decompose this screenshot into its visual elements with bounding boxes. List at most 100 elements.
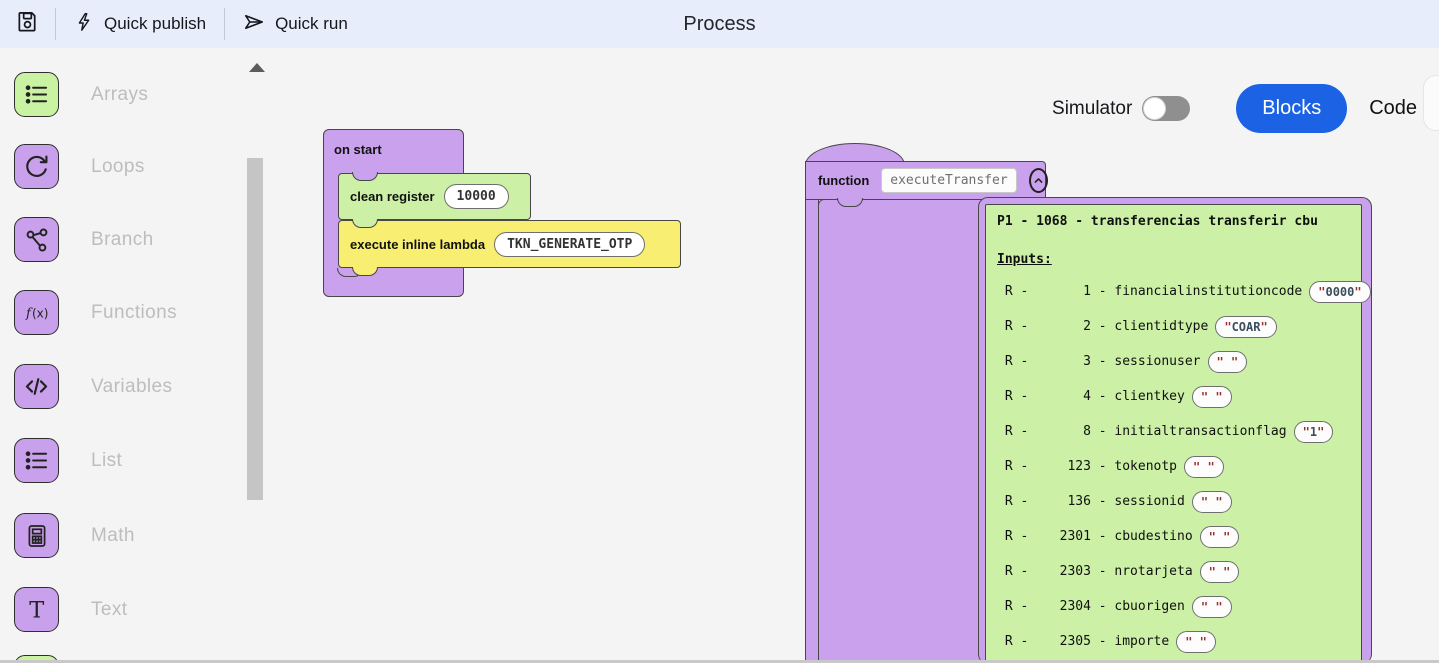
- horizontal-scrollbar[interactable]: [0, 660, 1439, 663]
- register-value-field[interactable]: "0000": [1309, 280, 1371, 303]
- sidebar-item-arrays[interactable]: Arrays: [14, 72, 148, 117]
- function-keyword: function: [818, 173, 870, 188]
- register-row-text: R - 123 - tokenotp: [997, 459, 1178, 474]
- register-row-2: R - 2 - clientidtype "COAR": [997, 309, 1361, 344]
- top-notch: [352, 172, 378, 182]
- comment-block[interactable]: P1 - 1068 - transferencias transferir cb…: [985, 204, 1371, 663]
- body-top-notch: [837, 198, 863, 208]
- quick-run-button[interactable]: Quick run: [225, 0, 366, 48]
- toggle-knob: [1143, 97, 1167, 120]
- sidebar-item-variables[interactable]: Variables: [14, 364, 172, 409]
- register-row-text: R - 2 - clientidtype: [997, 319, 1209, 334]
- register-value-field[interactable]: " ": [1191, 595, 1232, 618]
- sidebar-item-label: Variables: [91, 375, 173, 397]
- register-row-1: R - 1 - financialinstitutioncode "0000": [997, 274, 1371, 309]
- register-value-field[interactable]: " ": [1199, 560, 1240, 583]
- quick-run-label: Quick run: [275, 14, 348, 33]
- svg-text:f: f: [25, 307, 33, 322]
- register-value-field[interactable]: " ": [1184, 455, 1224, 478]
- register-row-text: R - 2303 - nrotarjeta: [997, 564, 1193, 579]
- register-row-3: R - 3 - sessionuser " ": [997, 344, 1361, 379]
- function-block-header[interactable]: function executeTransfer: [805, 161, 1048, 200]
- svg-text:(x): (x): [32, 307, 48, 321]
- lambda-name-field[interactable]: TKN_GENERATE_OTP: [494, 231, 646, 257]
- register-row-4: R - 4 - clientkey " ": [997, 379, 1361, 414]
- toolbar-divider-2: [224, 8, 226, 40]
- send-icon: [243, 11, 265, 38]
- register-row-text: R - 136 - sessionid: [997, 494, 1185, 509]
- register-row-136: R - 136 - sessionid " ": [997, 484, 1361, 519]
- branch-icon[interactable]: [14, 217, 59, 262]
- clean-register-block[interactable]: clean register 10000: [338, 172, 531, 220]
- sidebar-item-label: Arrays: [91, 83, 149, 105]
- register-row-2304: R - 2304 - cbuorigen" ": [997, 589, 1361, 624]
- clean-register-label: clean register: [350, 189, 435, 204]
- sidebar-item-label: Text: [91, 598, 128, 620]
- register-row-text: R - 4 - clientkey: [997, 389, 1185, 404]
- sidebar-item-label: Loops: [91, 155, 145, 177]
- flyout-scrollbar[interactable]: [247, 158, 263, 500]
- sidebar-item-functions[interactable]: f(x) Functions: [14, 290, 177, 335]
- code-tab[interactable]: Code: [1369, 97, 1417, 119]
- register-row-2303: R - 2303 - nrotarjeta " ": [997, 554, 1361, 589]
- toolbar: Quick publish Quick run Process: [0, 0, 1439, 48]
- register-row-text: R - 1 - financialinstitutioncode: [997, 284, 1303, 299]
- register-value-field[interactable]: " ": [1191, 385, 1232, 408]
- top-notch: [352, 219, 378, 229]
- loop-icon[interactable]: [14, 144, 59, 189]
- sidebar-item-label: List: [91, 449, 123, 471]
- sidebar-item-branch[interactable]: Branch: [14, 217, 154, 262]
- edge-floating-button[interactable]: [1423, 75, 1439, 131]
- code-icon[interactable]: [14, 364, 59, 409]
- save-button[interactable]: [0, 0, 55, 48]
- list-icon[interactable]: [14, 72, 59, 117]
- register-row-2301: R - 2301 - cbudestino " ": [997, 519, 1361, 554]
- list-icon[interactable]: [14, 438, 59, 483]
- function-left-wall: [805, 199, 819, 663]
- lightning-icon: [74, 11, 94, 38]
- register-row-text: R - 3 - sessionuser: [997, 354, 1201, 369]
- simulator-toggle[interactable]: [1142, 96, 1191, 121]
- sidebar-item-partial[interactable]: [14, 655, 59, 663]
- register-row-text: R - 2301 - cbudestino: [997, 529, 1193, 544]
- register-row-text: R - 2305 - importe: [997, 634, 1170, 649]
- simulator-label: Simulator: [1052, 97, 1133, 119]
- comment-rows: R - 1 - financialinstitutioncode "0000" R…: [997, 274, 1371, 659]
- register-value-field[interactable]: " ": [1207, 350, 1248, 373]
- function-name-field[interactable]: executeTransfer: [881, 168, 1017, 193]
- sidebar-item-label: Functions: [91, 301, 177, 323]
- collapse-button[interactable]: [1028, 168, 1048, 193]
- text-icon[interactable]: T: [14, 587, 59, 632]
- calculator-icon[interactable]: [14, 513, 59, 558]
- comment-inputs-label: Inputs:: [997, 252, 1052, 267]
- register-value-field[interactable]: " ": [1176, 630, 1216, 653]
- register-value-field[interactable]: "1": [1293, 420, 1334, 443]
- register-value-field[interactable]: " ": [1191, 490, 1232, 513]
- quick-publish-button[interactable]: Quick publish: [56, 0, 224, 48]
- save-icon: [16, 10, 39, 38]
- register-value-field[interactable]: " ": [1199, 525, 1240, 548]
- svg-text:T: T: [29, 597, 44, 623]
- sidebar-item-list[interactable]: List: [14, 438, 122, 483]
- register-row-123: R - 123 - tokenotp " ": [997, 449, 1361, 484]
- function-icon[interactable]: f(x): [14, 290, 59, 335]
- view-controls: Simulator Blocks Code: [1052, 84, 1417, 133]
- register-value-field[interactable]: 10000: [443, 184, 509, 209]
- register-row-8: R - 8 - initialtransactionflag "1": [997, 414, 1361, 449]
- sidebar-item-label: Branch: [91, 228, 154, 250]
- register-value-field[interactable]: "COAR": [1215, 315, 1277, 338]
- sidebar-item-text[interactable]: T Text: [14, 587, 127, 632]
- comment-title: P1 - 1068 - transferencias transferir cb…: [997, 214, 1318, 229]
- sidebar-item-label: Math: [91, 524, 135, 546]
- execute-inline-lambda-block[interactable]: execute inline lambda TKN_GENERATE_OTP: [338, 219, 681, 276]
- sidebar-item-math[interactable]: Math: [14, 513, 135, 558]
- toolbar-divider: [55, 8, 56, 40]
- execute-inline-lambda-label: execute inline lambda: [350, 236, 486, 252]
- register-row-text: R - 8 - initialtransactionflag: [997, 424, 1287, 439]
- register-row-2305: R - 2305 - importe " ": [997, 624, 1361, 659]
- blocks-tab[interactable]: Blocks: [1236, 84, 1348, 133]
- flyout-scroll-up-arrow[interactable]: [249, 63, 265, 72]
- sidebar-item-loops[interactable]: Loops: [14, 144, 145, 189]
- on-start-label: on start: [334, 142, 382, 157]
- quick-publish-label: Quick publish: [104, 14, 207, 33]
